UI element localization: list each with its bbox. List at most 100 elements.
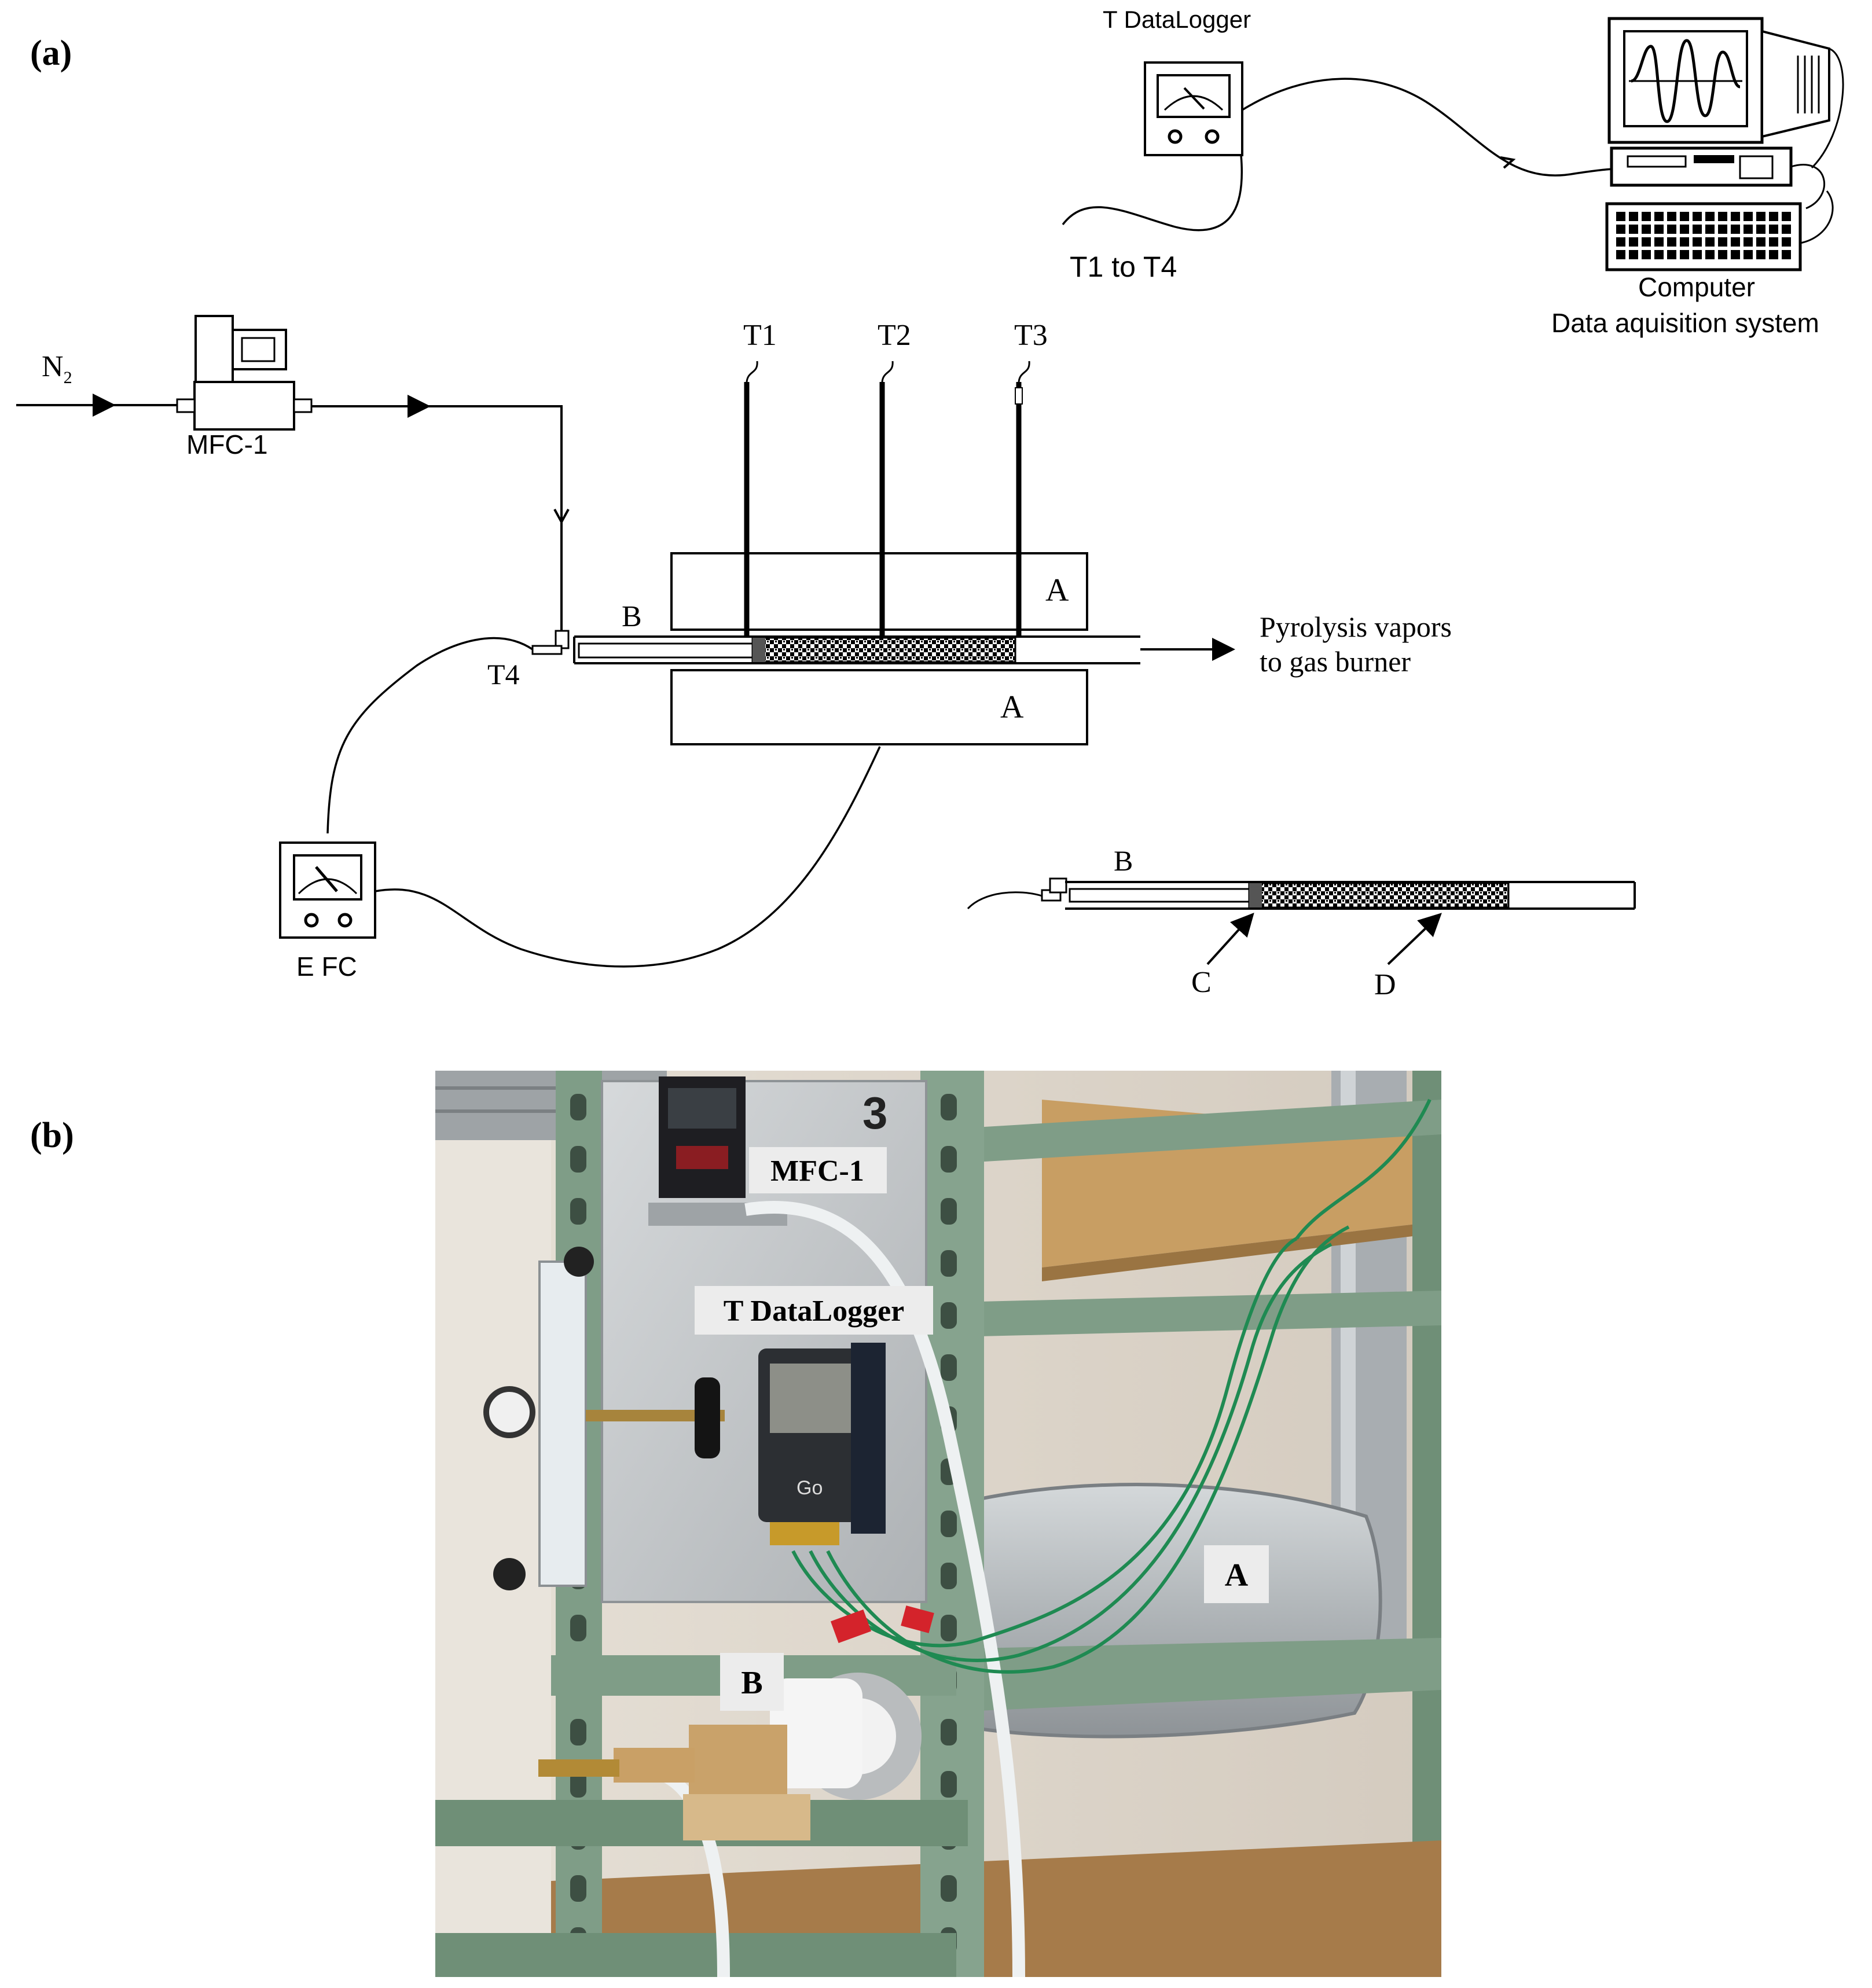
datalogger-label: T DataLogger (1103, 6, 1251, 33)
keyboard-key (1667, 250, 1676, 259)
mfc-body (193, 381, 295, 431)
photo-furnace-label: A (1225, 1557, 1249, 1593)
keyboard-key (1769, 237, 1778, 247)
rack-slot (570, 1094, 586, 1120)
datalogger-gauge-icon (1163, 95, 1224, 111)
keyboard-key (1782, 225, 1791, 234)
thermocouples-group: T1 T2 T3 (743, 319, 1048, 637)
rack-slot (941, 1250, 957, 1277)
keyboard-key (1654, 225, 1664, 234)
keyboard-key (1718, 250, 1727, 259)
datalogger-input-label: T1 to T4 (1070, 251, 1177, 283)
keyboard-key (1705, 237, 1715, 247)
keyboard-key (1629, 212, 1638, 221)
datalogger-knob-right (1205, 129, 1220, 144)
keyboard-key (1743, 237, 1753, 247)
keyboard-key (1782, 250, 1791, 259)
computer-group: Computer Data aquisition system (1551, 17, 1844, 338)
keyboard-key (1629, 225, 1638, 234)
keyboard-key (1654, 212, 1664, 221)
keyboard-key (1667, 225, 1676, 234)
daq-label: Data aquisition system (1551, 308, 1819, 338)
rack-number: 3 (862, 1087, 887, 1138)
computer-label: Computer (1638, 272, 1755, 302)
keyboard-key (1693, 225, 1702, 234)
thermocouple-label-t3: T3 (1014, 319, 1048, 352)
keyboard-key (1654, 237, 1664, 247)
keyboard-key (1782, 212, 1791, 221)
efc-label: E FC (296, 951, 357, 982)
panel-label-a: (a) (30, 34, 72, 73)
detail-c-label: C (1191, 966, 1212, 999)
furnace-label-lower: A (1000, 689, 1024, 725)
keyboard-key (1667, 237, 1676, 247)
support-plug (753, 638, 765, 662)
keyboard-key (1616, 237, 1625, 247)
detail-arrow-c (1206, 913, 1254, 965)
panel-label-b: (b) (30, 1116, 74, 1155)
keyboard-key (1769, 212, 1778, 221)
valve-handle (695, 1377, 720, 1458)
mfc-label: MFC-1 (186, 429, 268, 460)
keyboard-key (1756, 225, 1765, 234)
pressure-gauge (483, 1386, 535, 1438)
t4-label: T4 (487, 658, 520, 690)
rotameter (538, 1261, 587, 1587)
keyboard-key (1629, 250, 1638, 259)
keyboard-key (1693, 212, 1702, 221)
detail-packed-bed (1248, 882, 1510, 909)
rack-slot (570, 1719, 586, 1746)
keyboard-key (1769, 225, 1778, 234)
keyboard-key (1642, 225, 1651, 234)
keyboard-key (1616, 250, 1625, 259)
reactor-insulation (770, 1678, 862, 1788)
keyboard-key (1680, 212, 1689, 221)
furnace-label-upper: A (1045, 572, 1069, 608)
keyboard-key (1616, 212, 1625, 221)
detail-d-label: D (1374, 968, 1396, 1001)
keyboard-key (1718, 212, 1727, 221)
computer-screen (1623, 30, 1748, 127)
rack-slot (570, 1875, 586, 1902)
thermocouple-label-t1: T1 (743, 319, 777, 352)
datalogger-knob-left (1168, 129, 1183, 144)
keyboard-key (1667, 212, 1676, 221)
keyboard-key (1782, 237, 1791, 247)
rack-slot (941, 1354, 957, 1381)
rack-slot (570, 1771, 586, 1798)
keyboard-key (1629, 237, 1638, 247)
datalogger-group: T DataLogger T1 to T4 (1070, 6, 1251, 283)
t4-cable (326, 637, 533, 834)
keyboard-key (1743, 212, 1753, 221)
keyboard-key (1731, 237, 1740, 247)
efc-heater-cable (375, 746, 881, 968)
keyboard-key (1769, 250, 1778, 259)
furnace-lower (670, 669, 1088, 745)
mfc-head (194, 315, 234, 383)
rack-slot (941, 1719, 957, 1746)
keyboard-key (1680, 237, 1689, 247)
furnace-upper (670, 552, 1088, 631)
keyboard-key (1642, 212, 1651, 221)
thermocouple-wires (791, 1237, 1298, 1648)
daq-cable (1242, 78, 1616, 177)
keyboard-key (1705, 225, 1715, 234)
keyboard-key (1654, 250, 1664, 259)
keyboard-key (1718, 237, 1727, 247)
thermocouple-cable (1062, 155, 1243, 231)
keyboard-key (1642, 237, 1651, 247)
rack-slot (941, 1511, 957, 1537)
keyboard-key (1693, 250, 1702, 259)
thermocouple-label-t2: T2 (878, 319, 911, 352)
reactor-label: B (622, 600, 642, 633)
rack-slot (941, 1563, 957, 1589)
setup-photo: 3 Go (435, 1071, 1441, 1977)
keyboard-key (1705, 250, 1715, 259)
keyboard-key (1718, 225, 1727, 234)
gas-label: N2 (42, 350, 72, 387)
keyboard-key (1731, 225, 1740, 234)
keyboard-icon (1605, 202, 1802, 271)
keyboard-key (1756, 250, 1765, 259)
gas-tube (744, 1201, 1025, 1977)
